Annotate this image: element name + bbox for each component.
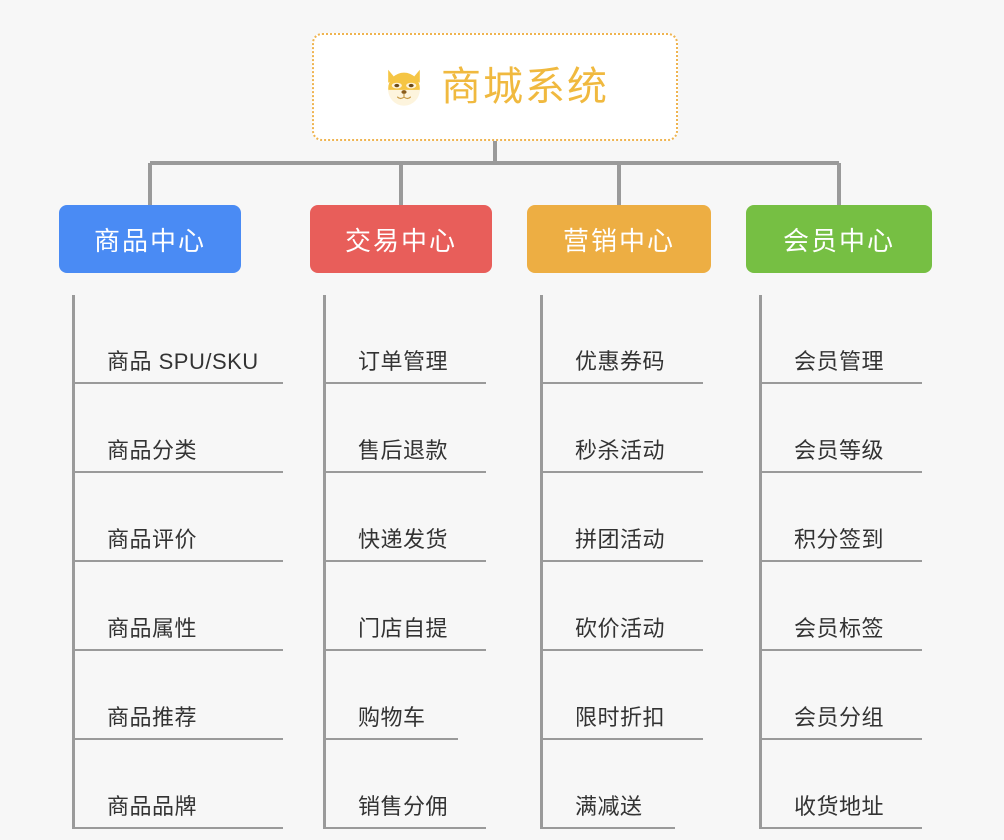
shiba-dog-face-icon: [388, 69, 420, 106]
list-item-label: 收货地址: [794, 793, 885, 819]
list-item-label: 售后退款: [358, 437, 449, 463]
list-item[interactable]: 会员等级: [762, 384, 932, 473]
list-item-label: 商品品牌: [107, 793, 198, 819]
list-item[interactable]: 会员分组: [762, 651, 932, 740]
branch-item-list-4: 会员管理 会员等级 积分签到 会员标签 会员分组 收货地址: [759, 295, 932, 829]
branch-column-3: 营销中心 优惠券码 秒杀活动 拼团活动 砍价活动 限时折扣 满减送: [527, 205, 711, 829]
list-item-label: 砍价活动: [575, 615, 666, 641]
list-item[interactable]: 秒杀活动: [543, 384, 711, 473]
list-item-label: 会员分组: [794, 704, 885, 730]
list-item-label: 积分签到: [794, 526, 885, 552]
branch-header-3[interactable]: 营销中心: [527, 205, 711, 273]
list-item[interactable]: 砍价活动: [543, 562, 711, 651]
root-node[interactable]: 商城系统: [312, 33, 678, 141]
branch-column-1: 商品中心 商品 SPU/SKU 商品分类 商品评价 商品属性 商品推荐 商品品牌: [59, 205, 283, 829]
list-item[interactable]: 商品属性: [75, 562, 283, 651]
branch-item-list-2: 订单管理 售后退款 快递发货 门店自提 购物车 销售分佣: [323, 295, 492, 829]
list-item-label: 门店自提: [358, 615, 449, 641]
root-title: 商城系统: [441, 65, 609, 109]
list-item[interactable]: 会员标签: [762, 562, 932, 651]
branch-header-4[interactable]: 会员中心: [746, 205, 932, 273]
list-item-label: 快递发货: [358, 526, 449, 552]
branch-column-4: 会员中心 会员管理 会员等级 积分签到 会员标签 会员分组 收货地址: [746, 205, 932, 829]
list-item[interactable]: 订单管理: [326, 295, 492, 384]
list-item-label: 会员标签: [794, 615, 885, 641]
list-item[interactable]: 拼团活动: [543, 473, 711, 562]
list-item[interactable]: 商品品牌: [75, 740, 283, 829]
list-item[interactable]: 会员管理: [762, 295, 932, 384]
list-item[interactable]: 限时折扣: [543, 651, 711, 740]
list-item-label: 秒杀活动: [575, 437, 666, 463]
list-item[interactable]: 商品评价: [75, 473, 283, 562]
list-item-label: 商品属性: [107, 615, 198, 641]
list-item[interactable]: 快递发货: [326, 473, 492, 562]
list-item-label: 会员管理: [794, 348, 885, 374]
list-item[interactable]: 优惠券码: [543, 295, 711, 384]
list-item[interactable]: 售后退款: [326, 384, 492, 473]
list-item-label: 商品推荐: [107, 704, 198, 730]
list-item-label: 订单管理: [358, 348, 449, 374]
branch-header-2[interactable]: 交易中心: [310, 205, 492, 273]
list-item[interactable]: 商品 SPU/SKU: [75, 295, 283, 384]
branch-item-list-3: 优惠券码 秒杀活动 拼团活动 砍价活动 限时折扣 满减送: [540, 295, 711, 829]
list-item[interactable]: 购物车: [326, 651, 492, 740]
list-item-label: 拼团活动: [575, 526, 666, 552]
list-item[interactable]: 收货地址: [762, 740, 932, 829]
list-item-label: 商品评价: [107, 526, 198, 552]
branch-header-1[interactable]: 商品中心: [59, 205, 241, 273]
list-item-label: 会员等级: [794, 437, 885, 463]
list-item[interactable]: 商品分类: [75, 384, 283, 473]
list-item-label: 限时折扣: [575, 704, 666, 730]
list-item-label: 商品分类: [107, 437, 198, 463]
list-item-label: 销售分佣: [358, 793, 449, 819]
list-item-label: 优惠券码: [575, 348, 666, 374]
list-item[interactable]: 销售分佣: [326, 740, 492, 829]
list-item[interactable]: 满减送: [543, 740, 711, 829]
list-item[interactable]: 门店自提: [326, 562, 492, 651]
list-item[interactable]: 积分签到: [762, 473, 932, 562]
list-item-label: 商品 SPU/SKU: [107, 348, 259, 374]
branch-item-list-1: 商品 SPU/SKU 商品分类 商品评价 商品属性 商品推荐 商品品牌: [72, 295, 283, 829]
branch-column-2: 交易中心 订单管理 售后退款 快递发货 门店自提 购物车 销售分佣: [310, 205, 492, 829]
list-item-label: 满减送: [575, 793, 643, 819]
list-item[interactable]: 商品推荐: [75, 651, 283, 740]
list-item-label: 购物车: [358, 704, 426, 730]
